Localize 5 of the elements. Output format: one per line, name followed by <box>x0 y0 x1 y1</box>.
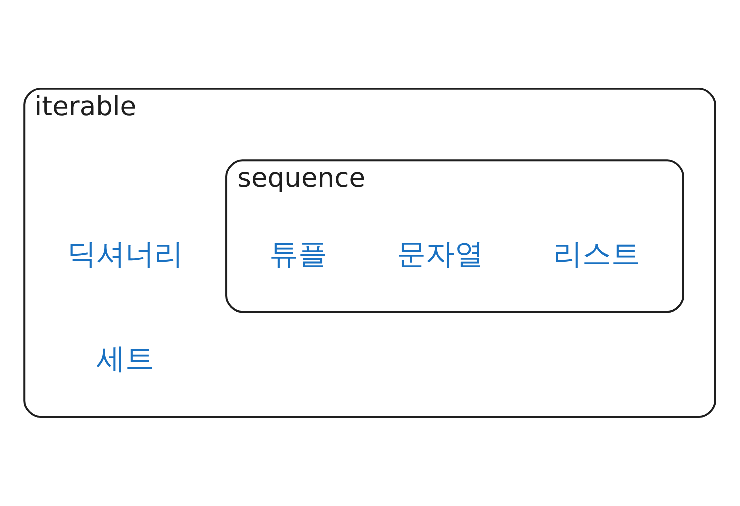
node-text: 리스트 <box>554 236 641 271</box>
node-text: 튜플 <box>269 236 328 271</box>
node-text: 문자열 <box>396 236 484 271</box>
node-text: 딕셔너리 <box>68 236 184 271</box>
node-text: 세트 <box>96 342 155 376</box>
